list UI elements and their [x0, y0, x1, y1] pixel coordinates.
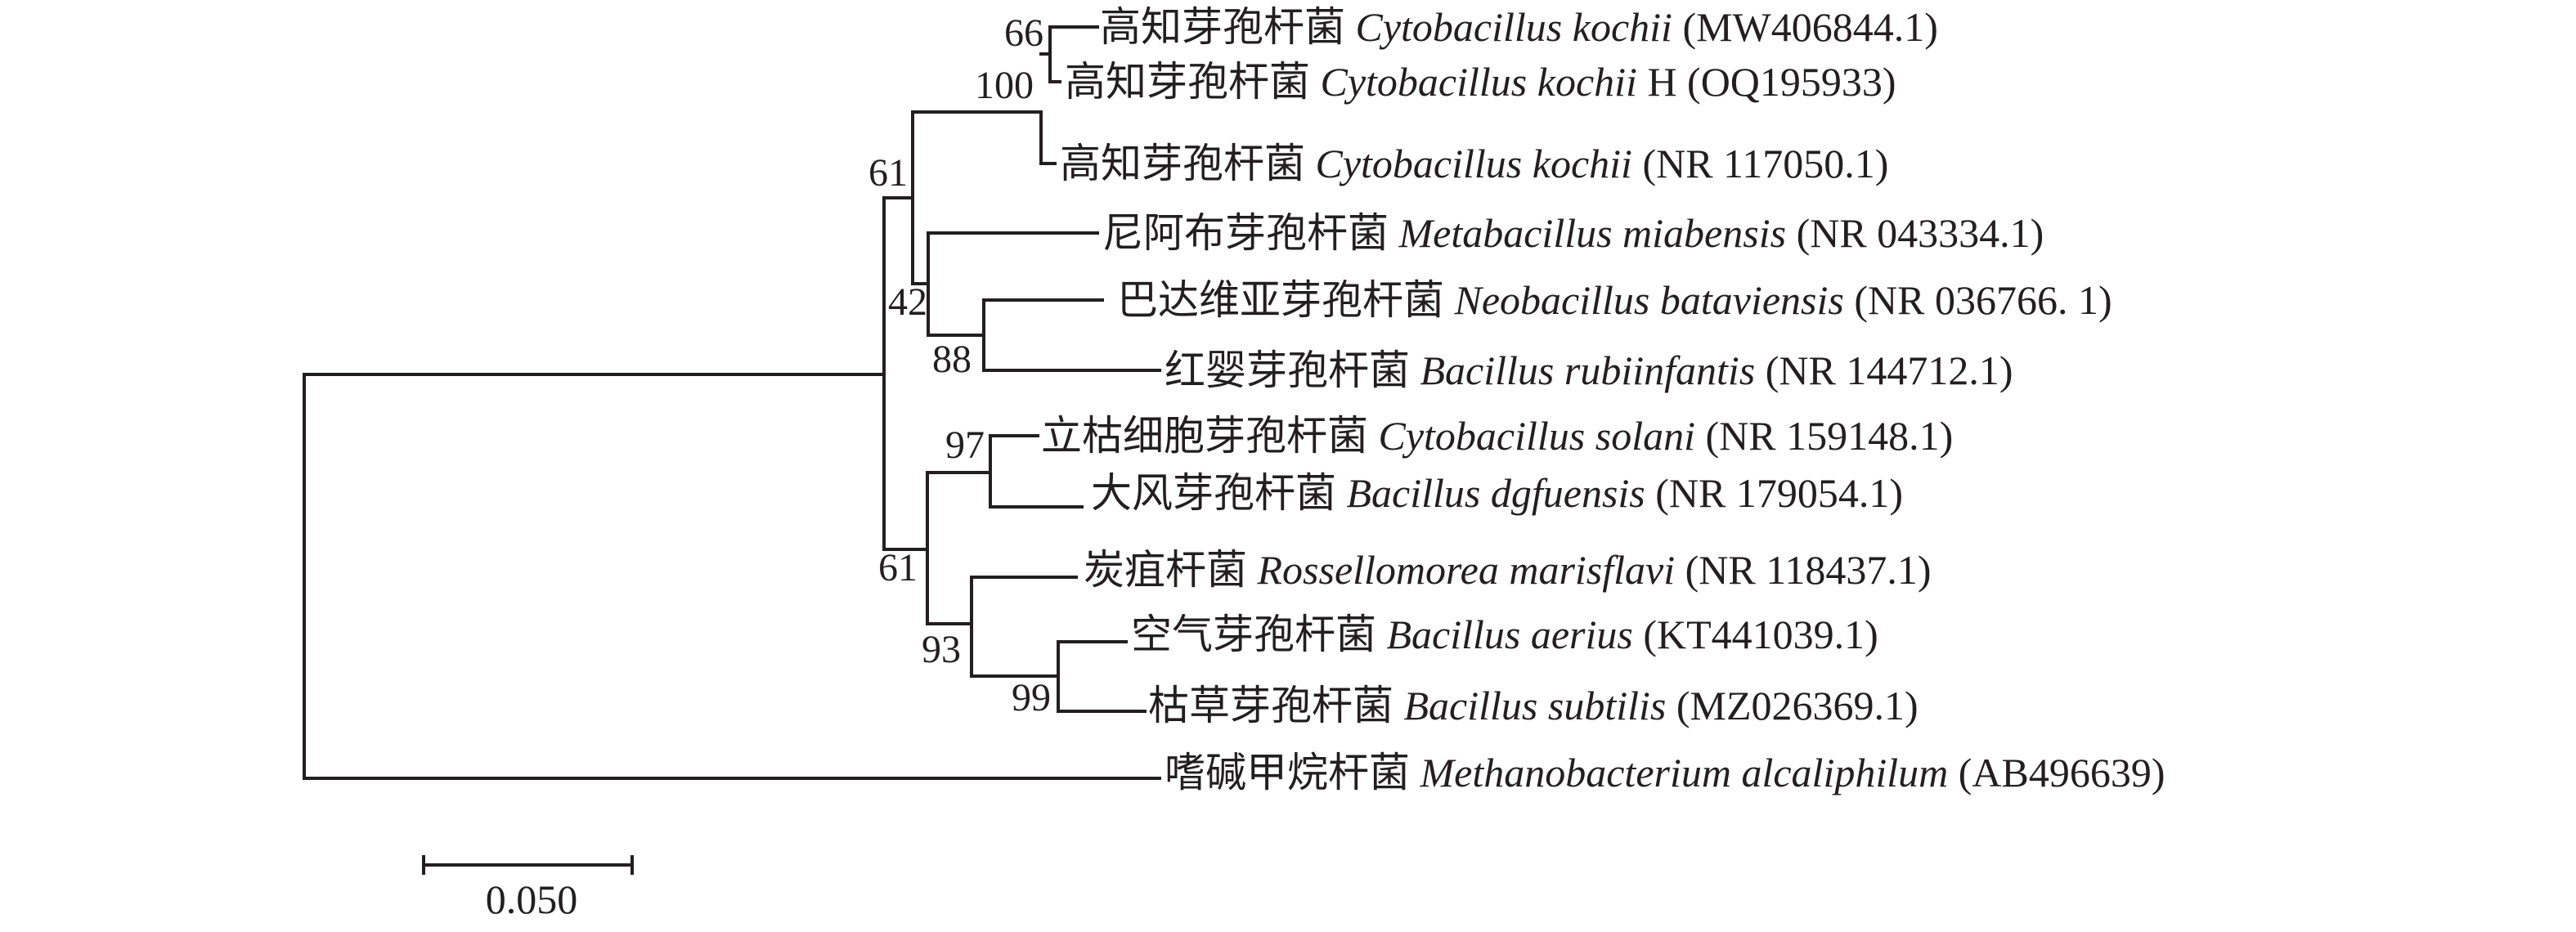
leaf-labels: 高知芽孢杆菌 Cytobacillus kochii (MW406844.1) …: [1041, 4, 2165, 795]
leaf-label: 大风芽孢杆菌 Bacillus dgfuensis (NR 179054.1): [1091, 470, 1903, 516]
branch-lower-clade: [882, 471, 929, 625]
leaf-label: 空气芽孢杆菌 Bacillus aerius (KT441039.1): [1131, 612, 1878, 657]
bootstrap-66: 66: [1004, 11, 1043, 55]
branch-node-88: [927, 298, 985, 372]
scale-bar: 0.050: [422, 855, 634, 922]
branch-node-42: [911, 231, 930, 337]
tree-branches: [303, 25, 1161, 780]
branch-node-99: [970, 640, 1060, 713]
bootstrap-100: 100: [975, 64, 1034, 107]
bootstrap-99: 99: [1012, 676, 1051, 719]
leaf-label: 立枯细胞芽孢杆菌 Cytobacillus solani (NR 159148.…: [1041, 413, 1953, 459]
leaf-label: 尼阿布芽孢杆菌 Metabacillus miabensis (NR 04333…: [1102, 210, 2044, 256]
scale-bar-label: 0.050: [486, 876, 578, 922]
branch-node-93: [926, 576, 973, 678]
bootstrap-42: 42: [888, 280, 927, 324]
leaf-label: 枯草芽孢杆菌 Bacillus subtilis (MZ026369.1): [1148, 683, 1919, 728]
bootstrap-88: 88: [932, 338, 972, 381]
branch-cytobacillus-clade: [911, 110, 1057, 165]
leaf-label: 高知芽孢杆菌 Cytobacillus kochii (MW406844.1): [1100, 4, 1938, 50]
leaf-label: 巴达维亚芽孢杆菌 Neobacillus bataviensis (NR 036…: [1117, 277, 2112, 323]
leaf-label: 红婴芽孢杆菌 Bacillus rubiinfantis (NR 144712.…: [1165, 347, 2013, 393]
leaf-label: 高知芽孢杆菌 Cytobacillus kochii H (OQ195933): [1065, 59, 1896, 105]
leaf-label: 高知芽孢杆菌 Cytobacillus kochii (NR 117050.1): [1060, 141, 1888, 186]
branch-node-97: [926, 434, 992, 509]
bootstrap-values: 66 100 61 42 88 97 61 93 99: [868, 11, 1051, 719]
leaf-label: 炭疽杆菌 Rossellomorea marisflavi (NR 118437…: [1084, 547, 1932, 593]
leaf-label: 嗜碱甲烷杆菌 Methanobacterium alcaliphilum (AB…: [1165, 750, 2165, 795]
scale-bar-line: [422, 855, 634, 875]
bootstrap-61-upper: 61: [868, 151, 908, 195]
bootstrap-61-lower: 61: [878, 546, 918, 589]
branch-node-66: [1048, 25, 1061, 83]
bootstrap-97: 97: [945, 423, 985, 467]
bootstrap-93: 93: [922, 628, 961, 671]
branch-root: [303, 373, 1161, 780]
